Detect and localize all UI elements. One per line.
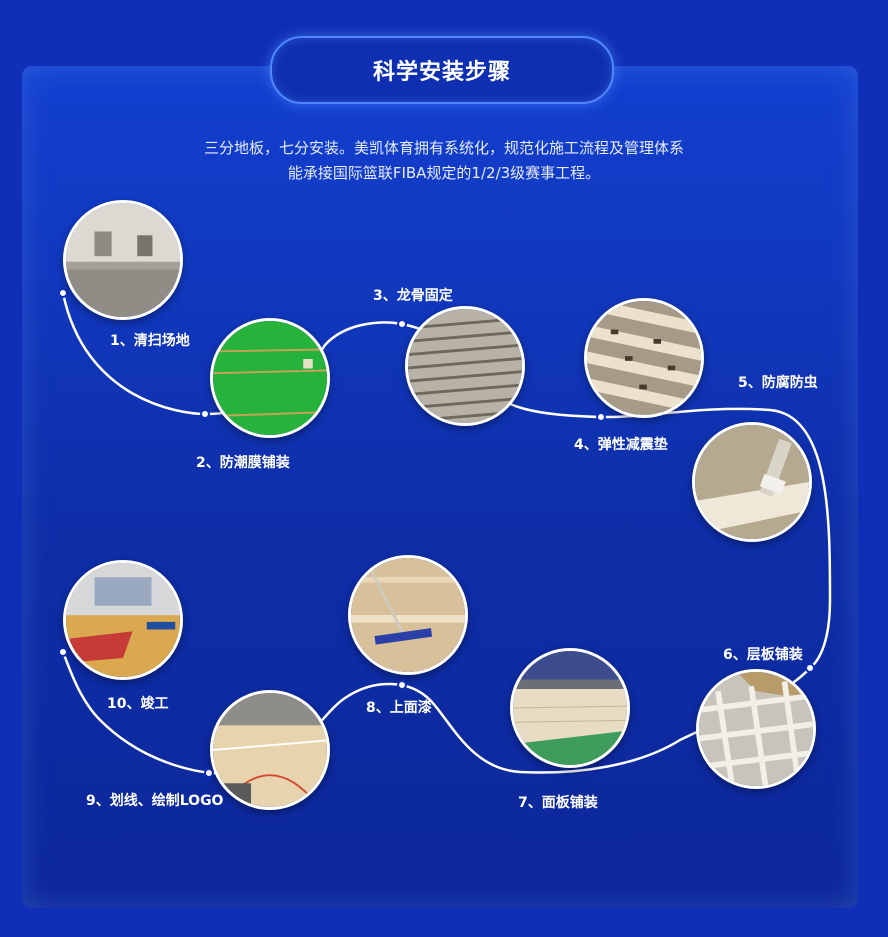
path-dot-10 [58, 647, 68, 657]
step-3-label: 3、龙骨固定 [373, 288, 453, 304]
path-dot-1 [58, 288, 68, 298]
finished-court-photo-icon [66, 563, 180, 677]
step-2-label: 2、防潮膜铺装 [196, 455, 290, 471]
step-6-image [696, 669, 816, 789]
intro-line-2: 能承接国际篮联FIBA规定的1/2/3级赛事工程。 [287, 164, 601, 182]
step-4-image [584, 298, 704, 418]
path-dot-9 [204, 768, 214, 778]
empty-room-photo-icon [66, 203, 180, 317]
path-dot-3 [397, 319, 407, 329]
intro-line-1: 三分地板，七分安装。美凯体育拥有系统化，规范化施工流程及管理体系 [203, 139, 684, 157]
step-4-label: 4、弹性减震垫 [574, 437, 668, 453]
shock-pad-photo-icon [587, 301, 701, 415]
step-5-image [692, 422, 812, 542]
step-1-image [63, 200, 183, 320]
step-5-label: 5、防腐防虫 [738, 375, 818, 391]
step-2-image [210, 318, 330, 438]
panel-floor-photo-icon [513, 651, 627, 765]
path-dot-2 [200, 409, 210, 419]
keel-rows-photo-icon [408, 309, 522, 423]
paint-mop-photo-icon [351, 558, 465, 672]
step-9-label: 9、划线、绘制LOGO [86, 793, 224, 809]
step-1-label: 1、清扫场地 [110, 333, 190, 349]
path-dot-8 [397, 680, 407, 690]
step-8-image [348, 555, 468, 675]
step-7-label: 7、面板铺装 [518, 795, 598, 811]
plywood-grid-photo-icon [699, 672, 813, 786]
step-6-label: 6、层板铺装 [723, 647, 803, 663]
step-10-label: 10、竣工 [107, 696, 169, 712]
step-10-image [63, 560, 183, 680]
step-3-image [405, 306, 525, 426]
step-7-image [510, 648, 630, 768]
green-membrane-photo-icon [213, 321, 327, 435]
page-title: 科学安装步骤 [270, 36, 614, 104]
court-lines-photo-icon [213, 693, 327, 807]
intro-text: 三分地板，七分安装。美凯体育拥有系统化，规范化施工流程及管理体系 能承接国际篮联… [120, 136, 768, 186]
path-dot-4 [596, 412, 606, 422]
step-9-image [210, 690, 330, 810]
anticorrosion-brush-photo-icon [695, 425, 809, 539]
path-dot-6 [805, 663, 815, 673]
step-8-label: 8、上面漆 [366, 700, 432, 716]
